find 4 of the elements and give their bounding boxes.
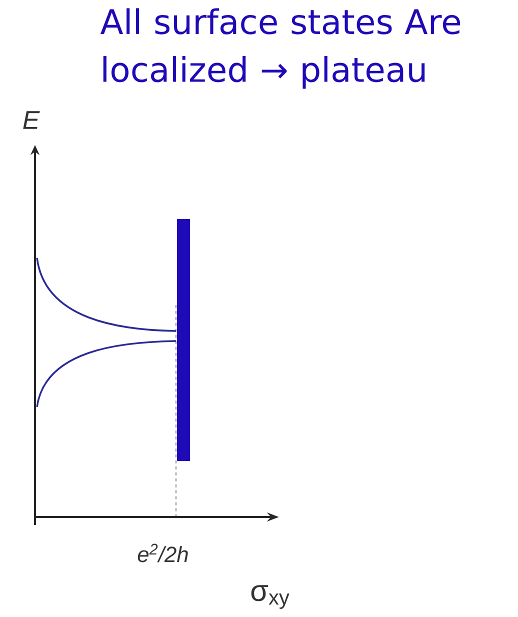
axis-label: σ$_{xy}$ — [251, 585, 290, 609]
tick-label: e$^{2}$/2h — [138, 544, 188, 562]
note-text: All surface states Are localized → plateau — [100, 8, 460, 89]
axis-label: E — [23, 111, 40, 129]
